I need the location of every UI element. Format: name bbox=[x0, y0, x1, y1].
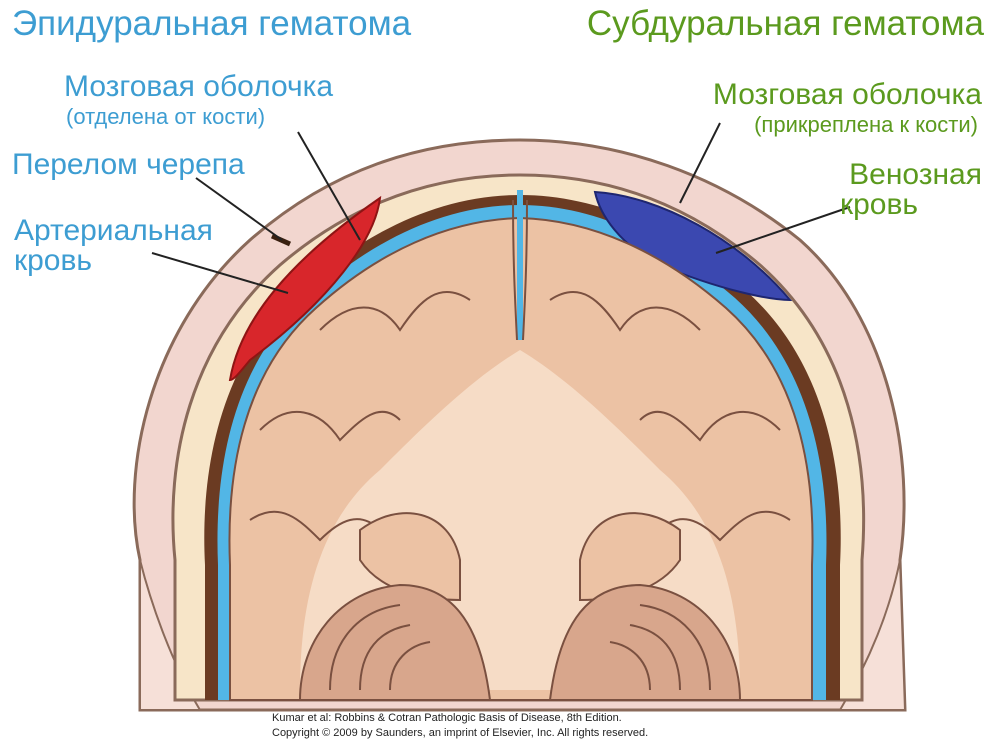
venous-blood bbox=[593, 190, 793, 302]
cerebellum bbox=[298, 583, 742, 701]
left-temporal-lobe bbox=[359, 512, 461, 602]
right-dura-label: Мозговая оболочка bbox=[712, 78, 982, 111]
venous-label-line1: Венозная bbox=[849, 158, 982, 191]
right-dura-sublabel: (прикреплена к кости) bbox=[754, 112, 978, 137]
gyri bbox=[249, 290, 791, 542]
left-dura-label: Мозговая оболочка bbox=[64, 70, 334, 103]
leader-lines bbox=[151, 122, 851, 294]
right-ear bbox=[838, 559, 907, 711]
source-credit: Kumar et al: Robbins & Cotran Pathologic… bbox=[272, 711, 648, 741]
right-temporal-lobe bbox=[579, 512, 681, 602]
arterial-blood bbox=[228, 195, 382, 382]
midline-fissure-outline bbox=[512, 199, 528, 341]
venous-label-line2: кровь bbox=[840, 188, 919, 221]
arterial-label-line1: Артериальная bbox=[14, 214, 213, 247]
credit-line-2: Copyright © 2009 by Saunders, an imprint… bbox=[272, 727, 649, 739]
credit-line-1: Kumar et al: Robbins & Cotran Pathologic… bbox=[272, 712, 622, 724]
fracture-label: Перелом черепа bbox=[12, 148, 245, 181]
epidural-hematoma-title: Эпидуральная гематома bbox=[12, 4, 412, 43]
arterial-label-line2: кровь bbox=[14, 244, 93, 277]
left-ear bbox=[139, 559, 202, 711]
subdural-hematoma-title: Субдуральная гематома bbox=[586, 4, 984, 43]
left-dura-sublabel: (отделена от кости) bbox=[66, 104, 266, 129]
